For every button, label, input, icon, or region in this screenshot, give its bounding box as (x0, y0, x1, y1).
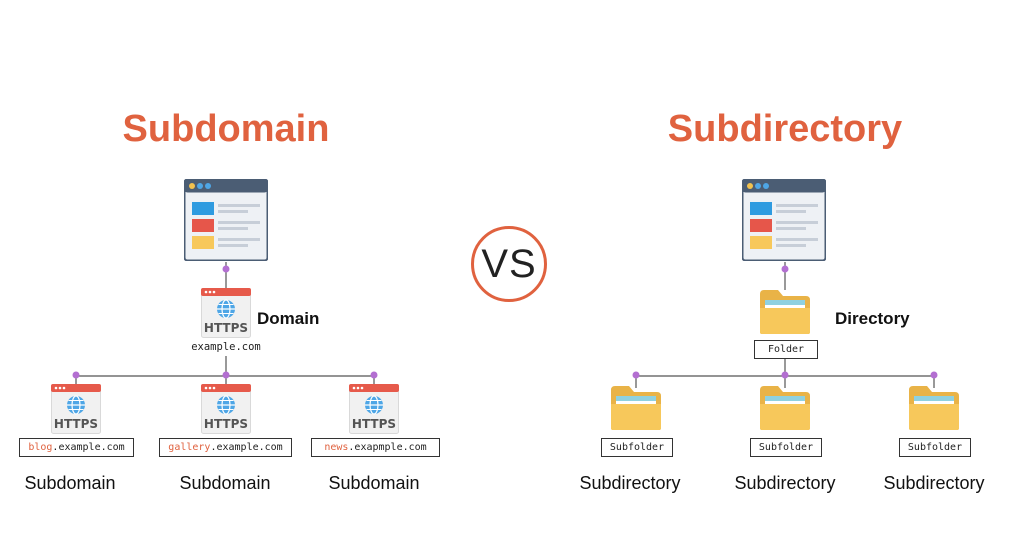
subdirectory-caption: Subdirectory (883, 473, 985, 493)
subfolder-label-box: Subfolder (750, 438, 822, 457)
subdirectory-caption: Subdirectory (734, 473, 836, 493)
folder-icon (909, 386, 959, 430)
https-globe-icon: HTTPS (349, 384, 399, 434)
subdirectory-caption: Subdirectory (579, 473, 681, 493)
subdomain-caption: Subdomain (179, 473, 271, 493)
https-globe-icon: HTTPS (51, 384, 101, 434)
subdomain-caption: Subdomain (328, 473, 420, 493)
https-label: HTTPS (203, 321, 249, 335)
folder-icon (760, 290, 810, 334)
vs-badge: VS (471, 226, 547, 302)
subfolder-label-box: Subfolder (601, 438, 673, 457)
browser-window-icon (184, 179, 268, 261)
subfolder-label-box: Subfolder (899, 438, 971, 457)
https-label: HTTPS (351, 417, 397, 431)
subdomain-url-blog: blog.example.com (19, 438, 134, 457)
browser-window-icon (742, 179, 826, 261)
subdomain-title: Subdomain (122, 108, 330, 150)
https-label: HTTPS (203, 417, 249, 431)
subdomain-url-news: news.exapmple.com (311, 438, 440, 457)
domain-label: Domain (257, 309, 320, 328)
folder-icon (611, 386, 661, 430)
folder-label-box: Folder (754, 340, 818, 359)
https-label: HTTPS (53, 417, 99, 431)
folder-icon (760, 386, 810, 430)
subdomain-caption: Subdomain (24, 473, 116, 493)
directory-label: Directory (835, 309, 910, 328)
subdomain-url-gallery: gallery.example.com (159, 438, 292, 457)
subdirectory-title: Subdirectory (667, 108, 903, 150)
https-globe-icon: HTTPS (201, 288, 251, 338)
https-globe-icon: HTTPS (201, 384, 251, 434)
domain-url: example.com (191, 341, 261, 353)
